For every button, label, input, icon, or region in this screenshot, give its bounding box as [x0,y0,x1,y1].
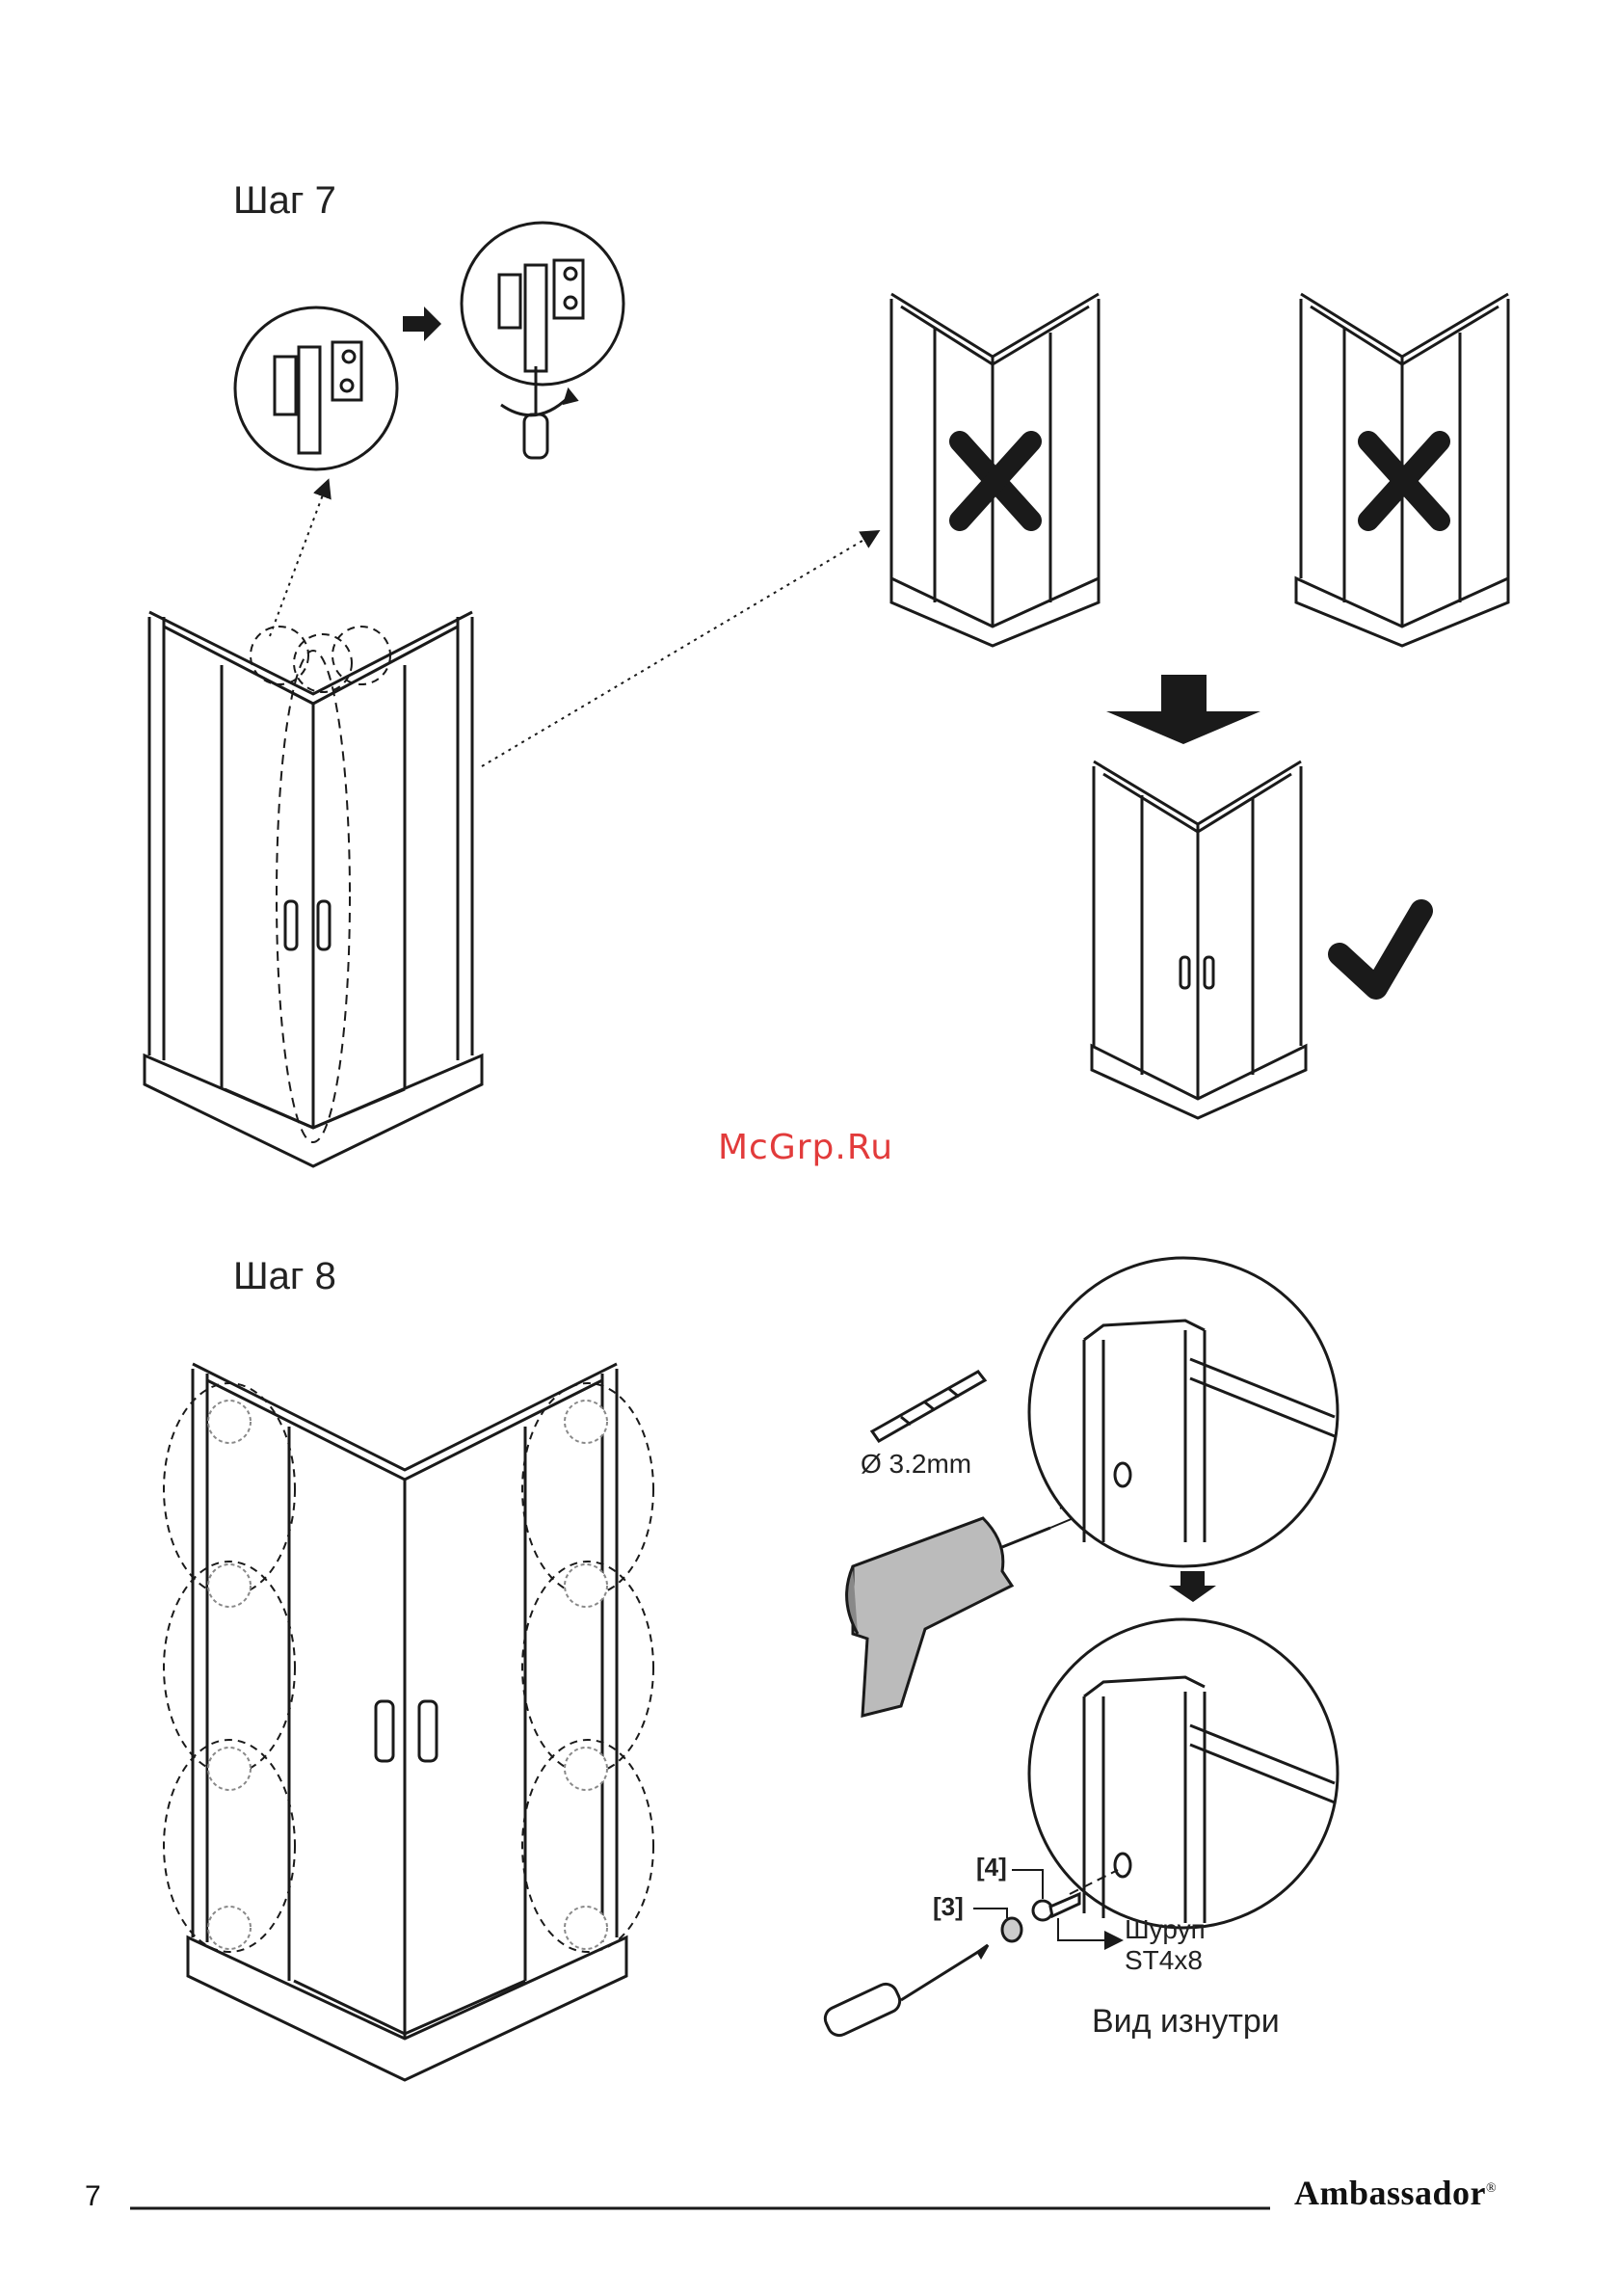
cross-mark-icon [960,441,1031,521]
page-number: 7 [85,2180,101,2213]
drill-bit-icon [872,1372,985,1441]
screw-name-label: Шуруп [1125,1914,1206,1945]
screw-icon [1033,1894,1079,1920]
check-mark-icon [1339,911,1421,988]
view-caption: Вид изнутри [1092,2003,1280,2041]
watermark: McGrp.Ru [718,1128,893,1167]
brand-logo: Ambassador® [1294,2173,1497,2213]
screwdriver-bottom-icon [821,1945,988,2039]
part-4-label: [4] [976,1853,1007,1882]
arrow-down-icon [1106,675,1260,744]
screw-positions [208,1401,607,1949]
profile-detail-before [1029,1258,1338,1566]
cross-mark-icon-2 [1368,441,1440,521]
detail-circle-after [462,223,623,385]
profile-detail-after [1029,1619,1338,1928]
cap-icon [1002,1918,1021,1941]
brand-registered-mark: ® [1486,2181,1497,2196]
part-3-label: [3] [933,1892,964,1922]
arrow-right-icon [403,307,441,341]
step7-main-enclosure [145,612,482,1166]
step8-main-enclosure [164,1364,653,2080]
brand-name: Ambassador [1294,2174,1486,2212]
screw-size-label: ST4x8 [1125,1945,1203,1976]
correct-enclosure [1092,761,1306,1118]
drill-bit-label: Ø 3.2mm [861,1449,971,1480]
arrow-down-small-icon [1169,1571,1216,1602]
detail-circle-before [235,307,397,469]
step-8-title: Шаг 8 [233,1255,336,1298]
